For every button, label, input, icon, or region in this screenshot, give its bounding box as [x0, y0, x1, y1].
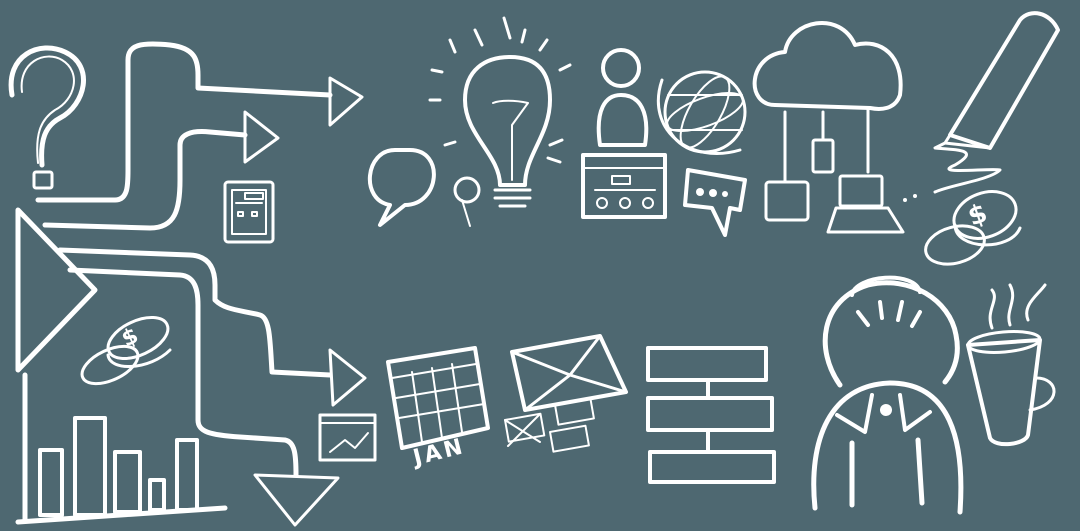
small-light-bulb-icon [453, 176, 481, 227]
bar-chart-icon [15, 372, 228, 525]
cloud-network-icon [752, 21, 905, 234]
question-mark-icon [8, 45, 86, 190]
coin-stack-icon: $ [924, 190, 1022, 266]
svg-text:$: $ [118, 323, 142, 352]
globe-icon [656, 70, 747, 155]
branching-arrows-icon [35, 41, 367, 527]
org-chart-window-icon [581, 153, 667, 219]
calculator-icon [223, 180, 275, 244]
light-bulb-icon [428, 16, 572, 208]
person-thinking-icon [811, 275, 964, 515]
coin-stack-icon: $ [80, 315, 172, 386]
coffee-cup-icon [966, 283, 1056, 447]
chat-bubble-dots-icon [683, 168, 747, 237]
pencil-icon [903, 11, 1060, 202]
flowchart-icon [646, 346, 776, 484]
calendar-icon [386, 346, 490, 450]
line-chart-window-icon [318, 413, 377, 462]
play-triangle-icon [15, 207, 98, 373]
speech-bubble-icon [367, 148, 436, 227]
user-icon [596, 48, 649, 147]
envelope-icon [504, 334, 628, 453]
